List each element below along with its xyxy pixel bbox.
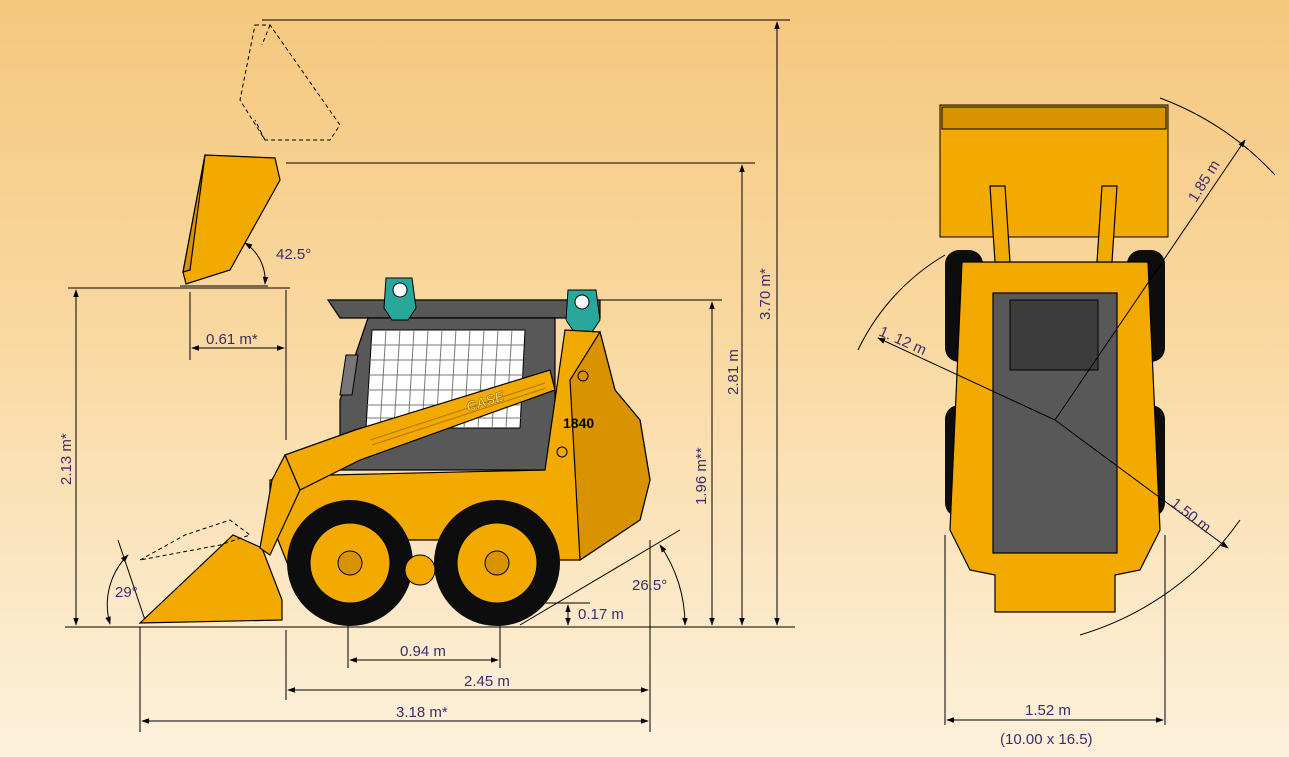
top-arm-left — [989, 185, 1011, 263]
label-rear-turn-radius: 1.50 m — [1168, 495, 1215, 537]
label-front-turn-radius: 1.85 m — [1185, 157, 1224, 205]
cab-roof — [326, 299, 601, 319]
label-height-hinge-pin: 3.70 m* — [757, 268, 774, 320]
top-bucket-edge — [941, 106, 1167, 130]
bolt-icon — [556, 446, 568, 458]
model-label: 1840 — [563, 415, 594, 431]
bolt-icon — [577, 370, 589, 382]
bucket-dump-position — [182, 154, 281, 285]
front-wheel — [287, 500, 413, 626]
departure-angle-line — [519, 529, 681, 626]
label-departure-angle: 26.5° — [632, 577, 667, 594]
label-inner-turn-radius: 1. 12 m — [876, 323, 929, 359]
inner-turn-arc — [857, 254, 946, 351]
label-dump-angle: 42.5° — [276, 246, 311, 263]
side-view: CASE 1840 3.70 m* 2.81 m 1.96 m** 2.13 m… — [58, 19, 795, 732]
rear-wheel — [434, 500, 560, 626]
rollback-angle-line — [117, 539, 146, 621]
bucket-max-raised-outline — [239, 24, 341, 141]
lift-tower-right-hole — [574, 294, 590, 310]
bucket-rollback-outline — [139, 519, 252, 561]
label-overall-length: 3.18 m* — [396, 704, 448, 721]
machine-rear-panel — [569, 330, 651, 562]
rear-turn-arc — [1079, 519, 1241, 636]
label-height-seat: 1.96 m** — [693, 447, 710, 505]
dump-angle-arc — [244, 242, 269, 285]
arm-stripes — [369, 382, 547, 446]
top-arm-right — [1096, 185, 1118, 263]
front-turn-arc — [1159, 97, 1276, 176]
bucket-lowered — [138, 534, 283, 624]
lift-arm-front — [259, 453, 301, 556]
label-dump-reach: 0.61 m* — [206, 331, 258, 348]
label-tire-size: (10.00 x 16.5) — [1000, 731, 1093, 748]
label-rollback-angle: 29° — [115, 584, 138, 601]
label-overall-width: 1.52 m — [1025, 702, 1071, 719]
label-ground-clearance: 0.17 m — [578, 606, 624, 623]
departure-angle-arc — [659, 544, 688, 626]
top-roof-vent — [1009, 299, 1099, 371]
rollback-angle-arc — [105, 554, 129, 625]
cab-handle — [339, 354, 359, 396]
lift-tower-left — [383, 277, 417, 321]
lift-tower-left-hole — [392, 282, 408, 298]
label-dump-height: 2.13 m* — [58, 433, 75, 485]
top-view: 1.85 m 1. 12 m 1.50 m 1.52 m (10.00 x 16… — [857, 97, 1276, 748]
radius-line-front — [1054, 139, 1246, 421]
bucket-dump-side — [182, 154, 206, 273]
label-height-top: 2.81 m — [725, 349, 742, 395]
radius-line-inner — [877, 337, 1056, 421]
drive-hub — [404, 554, 436, 586]
label-wheelbase: 0.94 m — [400, 643, 446, 660]
radius-line-rear — [1054, 419, 1229, 549]
label-length-without-bucket: 2.45 m — [464, 673, 510, 690]
